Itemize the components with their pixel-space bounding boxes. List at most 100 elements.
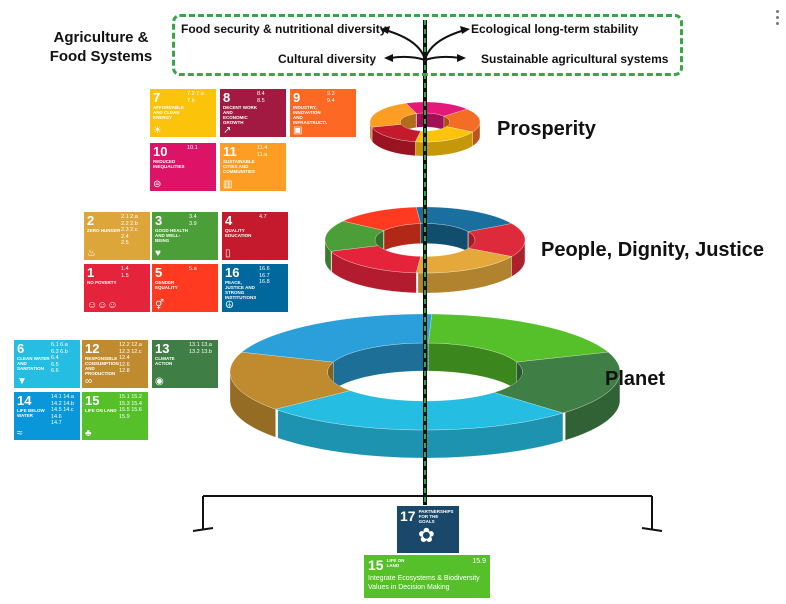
more-options-icon[interactable] [776,10,780,28]
sdg-11-icon: ▥ [223,179,233,190]
ring-segment-1-5 [415,247,513,274]
sdg-3-icon: ♥ [155,248,161,259]
tile-description: Integrate Ecosystems & Biodiversity Valu… [368,575,480,591]
tile-title: No poverty [87,280,117,285]
sdg-13-tile: 13Climate action ◉ 13.1 13.a 13.2 13.b [152,340,218,388]
tile-title: Good health and well-being [155,228,188,243]
tile-number: 3 [155,213,163,228]
tile-number: 5 [155,265,163,280]
tile-title: Climate action [155,356,175,366]
roots [192,495,663,532]
tile-title: Quality education [225,228,252,238]
diagram-title: Agriculture & Food Systems [49,29,153,65]
tile-number: 1 [87,265,95,280]
tile-left-column: 10Reduced inequalities⊜ [153,145,187,191]
tile-number: 13 [155,341,170,356]
tile-number: 4 [225,213,233,228]
sdg-5-icon: ⚥ [155,300,165,311]
tile-title: Peace, justice and strong institutions [225,280,257,300]
tile-targets: 12.2 12.a 12.3 12.c 12.4 12.6 12.8 [119,342,142,374]
goal-ecological-stability: Ecological long-term stability [471,22,639,36]
tile-left-column: 5Gender equality ⚥ [155,266,189,312]
tile-number: 9 [293,90,301,105]
sdg-17-tile: 17 Partnerships for the goals ✿ [397,506,459,553]
tile-left-column: 3Good health and well-being ♥ [155,214,189,260]
sdg-6-tile: 6Clean water and sanitation▼6.1 6.a 6.3 … [14,340,80,388]
goal-cultural-diversity: Cultural diversity [278,52,377,66]
tile-left-column: 9Industry, innovation and infrastructure… [293,91,327,137]
tile-title: Clean water and sanitation [17,356,50,371]
tile-targets: 16.6 16.7 16.8 [259,266,270,285]
goal-food-security: Food security & nutritional diversity [181,22,387,36]
tile-targets: 11.4 11.a [257,145,268,158]
tile-left-column: 14Life below water≈ [17,394,51,440]
tile-left-column: 11Sustainable cities and communities▥ [223,145,257,191]
sdg-13-icon: ◉ [155,376,164,387]
tile-number: 17 [400,508,416,524]
ring-segment-2-4 [274,390,564,431]
tile-number: 12 [85,341,100,356]
tile-number: 15 [368,557,384,573]
tile-number: 14 [17,393,32,408]
sdg-16-icon: ☮ [225,300,234,311]
tile-number: 15 [85,393,100,408]
tile-title: Zero hunger [87,228,121,233]
tile-targets: 9.3 9.4 [327,91,335,104]
tile-number: 6 [17,341,25,356]
level-people: People, Dignity, Justice [541,239,765,261]
sdg-4-tile: 4Quality education ▯ 4.7 [222,212,288,260]
sdg-15-tile: 15Life on land♣15.1 15.2 15.3 15.4 15.5 … [82,392,148,440]
tile-title: Decent work and economic growth [223,105,257,125]
tile-number: 2 [87,213,95,228]
sdg-3-tile: 3Good health and well-being ♥ 3.4 3.9 [152,212,218,260]
sdg-14-icon: ≈ [17,428,23,439]
sdg-7-tile: 7Affordable and clean energy☀7.2 7.a 7.b [150,89,216,137]
tile-title: Affordable and clean energy [153,105,184,120]
sdg-9-tile: 9Industry, innovation and infrastructure… [290,89,356,137]
sdg-2-icon: ♨ [87,248,96,259]
sdg-5-tile: 5Gender equality ⚥ 5.a [152,264,218,312]
tile-targets: 4.7 [259,214,267,220]
tile-left-column: 2Zero hunger ♨ [87,214,121,260]
tile-left-column: 15Life on land♣ [85,394,119,440]
sdg-1-icon: ☺☺☺ [87,300,118,311]
tile-targets: 13.1 13.a 13.2 13.b [189,342,212,355]
tile-left-column: 8Decent work and economic growth↗ [223,91,257,137]
tile-targets: 6.1 6.a 6.3 6.b 6.4 6.5 6.6 [51,342,68,374]
tile-title: Industry, innovation and infrastructure [293,105,327,125]
tile-title: Partnerships for the goals [418,509,454,524]
tile-targets: 8.4 8.5 [257,91,265,104]
tile-number: 7 [153,90,161,105]
tile-targets: 3.4 3.9 [189,214,197,227]
flower-icon: ✿ [418,525,435,547]
tile-targets: 1.4 1.5 [121,266,129,279]
level-planet: Planet [605,368,666,390]
ring-segment-0-4 [415,126,474,143]
tile-title: Life on land [386,558,405,568]
tile-left-column: 7Affordable and clean energy ☀ [153,91,187,137]
sdg-10-tile: 10Reduced inequalities⊜10.1 [150,143,216,191]
sdg-1-tile: 1No poverty ☺☺☺ 1.4 1.5 [84,264,150,312]
tile-title: Reduced inequalities [153,159,185,169]
tile-left-column: 1No poverty ☺☺☺ [87,266,121,312]
sdg-12-icon: ∞ [85,376,93,387]
sdg-7-icon: ☀ [153,125,162,136]
sdg-16-tile: 16Peace, justice and strong institutions… [222,264,288,312]
level-prosperity: Prosperity [497,118,596,140]
sdg-14-tile: 14Life below water≈14.1 14.a 14.2 14.b 1… [14,392,80,440]
tile-targets: 5.a [189,266,197,272]
tile-title: Gender equality [155,280,178,290]
sdg-2-tile: 2Zero hunger ♨ 2.1 2.a 2.2 2.b 2.3 2.c 2.4… [84,212,150,260]
tile-targets: 2.1 2.a 2.2 2.b 2.3 2.c 2.4 2.5 [121,214,138,246]
tile-left-column: 16Peace, justice and strong institutions… [225,266,259,312]
tile-targets: 15.9 [472,558,486,565]
sdg-9-icon: ▣ [293,125,303,136]
tile-title: Life on land [85,408,117,413]
sdg-4-icon: ▯ [225,248,231,259]
branch-arrows [384,29,466,61]
goal-sustainable-systems: Sustainable agricultural systems [481,52,669,66]
sdg-8-tile: 8Decent work and economic growth↗8.4 8.5 [220,89,286,137]
arrow-heads [380,26,470,62]
tile-title: Sustainable cities and communities [223,159,255,174]
